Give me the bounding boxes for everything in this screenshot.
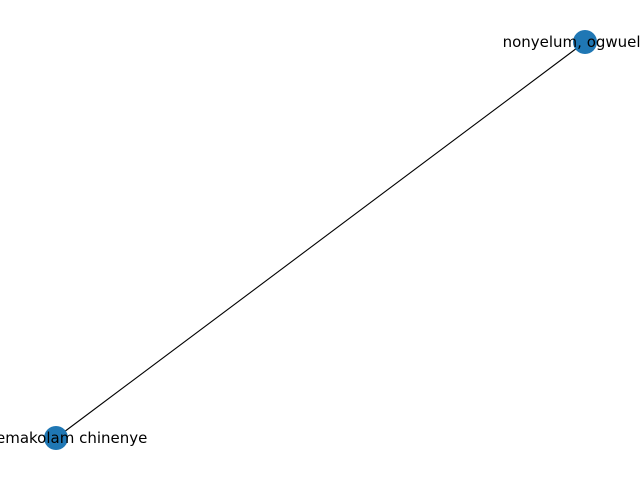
node-circle [44,426,68,450]
graph-node: nonyelum, ogwueleka [503,30,640,54]
node-label: nonyelum, ogwueleka [503,33,640,51]
node-label: i, nkemakolam chinenye [0,429,147,447]
graph-node: i, nkemakolam chinenye [0,426,147,450]
graph-edge [55,41,586,439]
node-circle [573,30,597,54]
